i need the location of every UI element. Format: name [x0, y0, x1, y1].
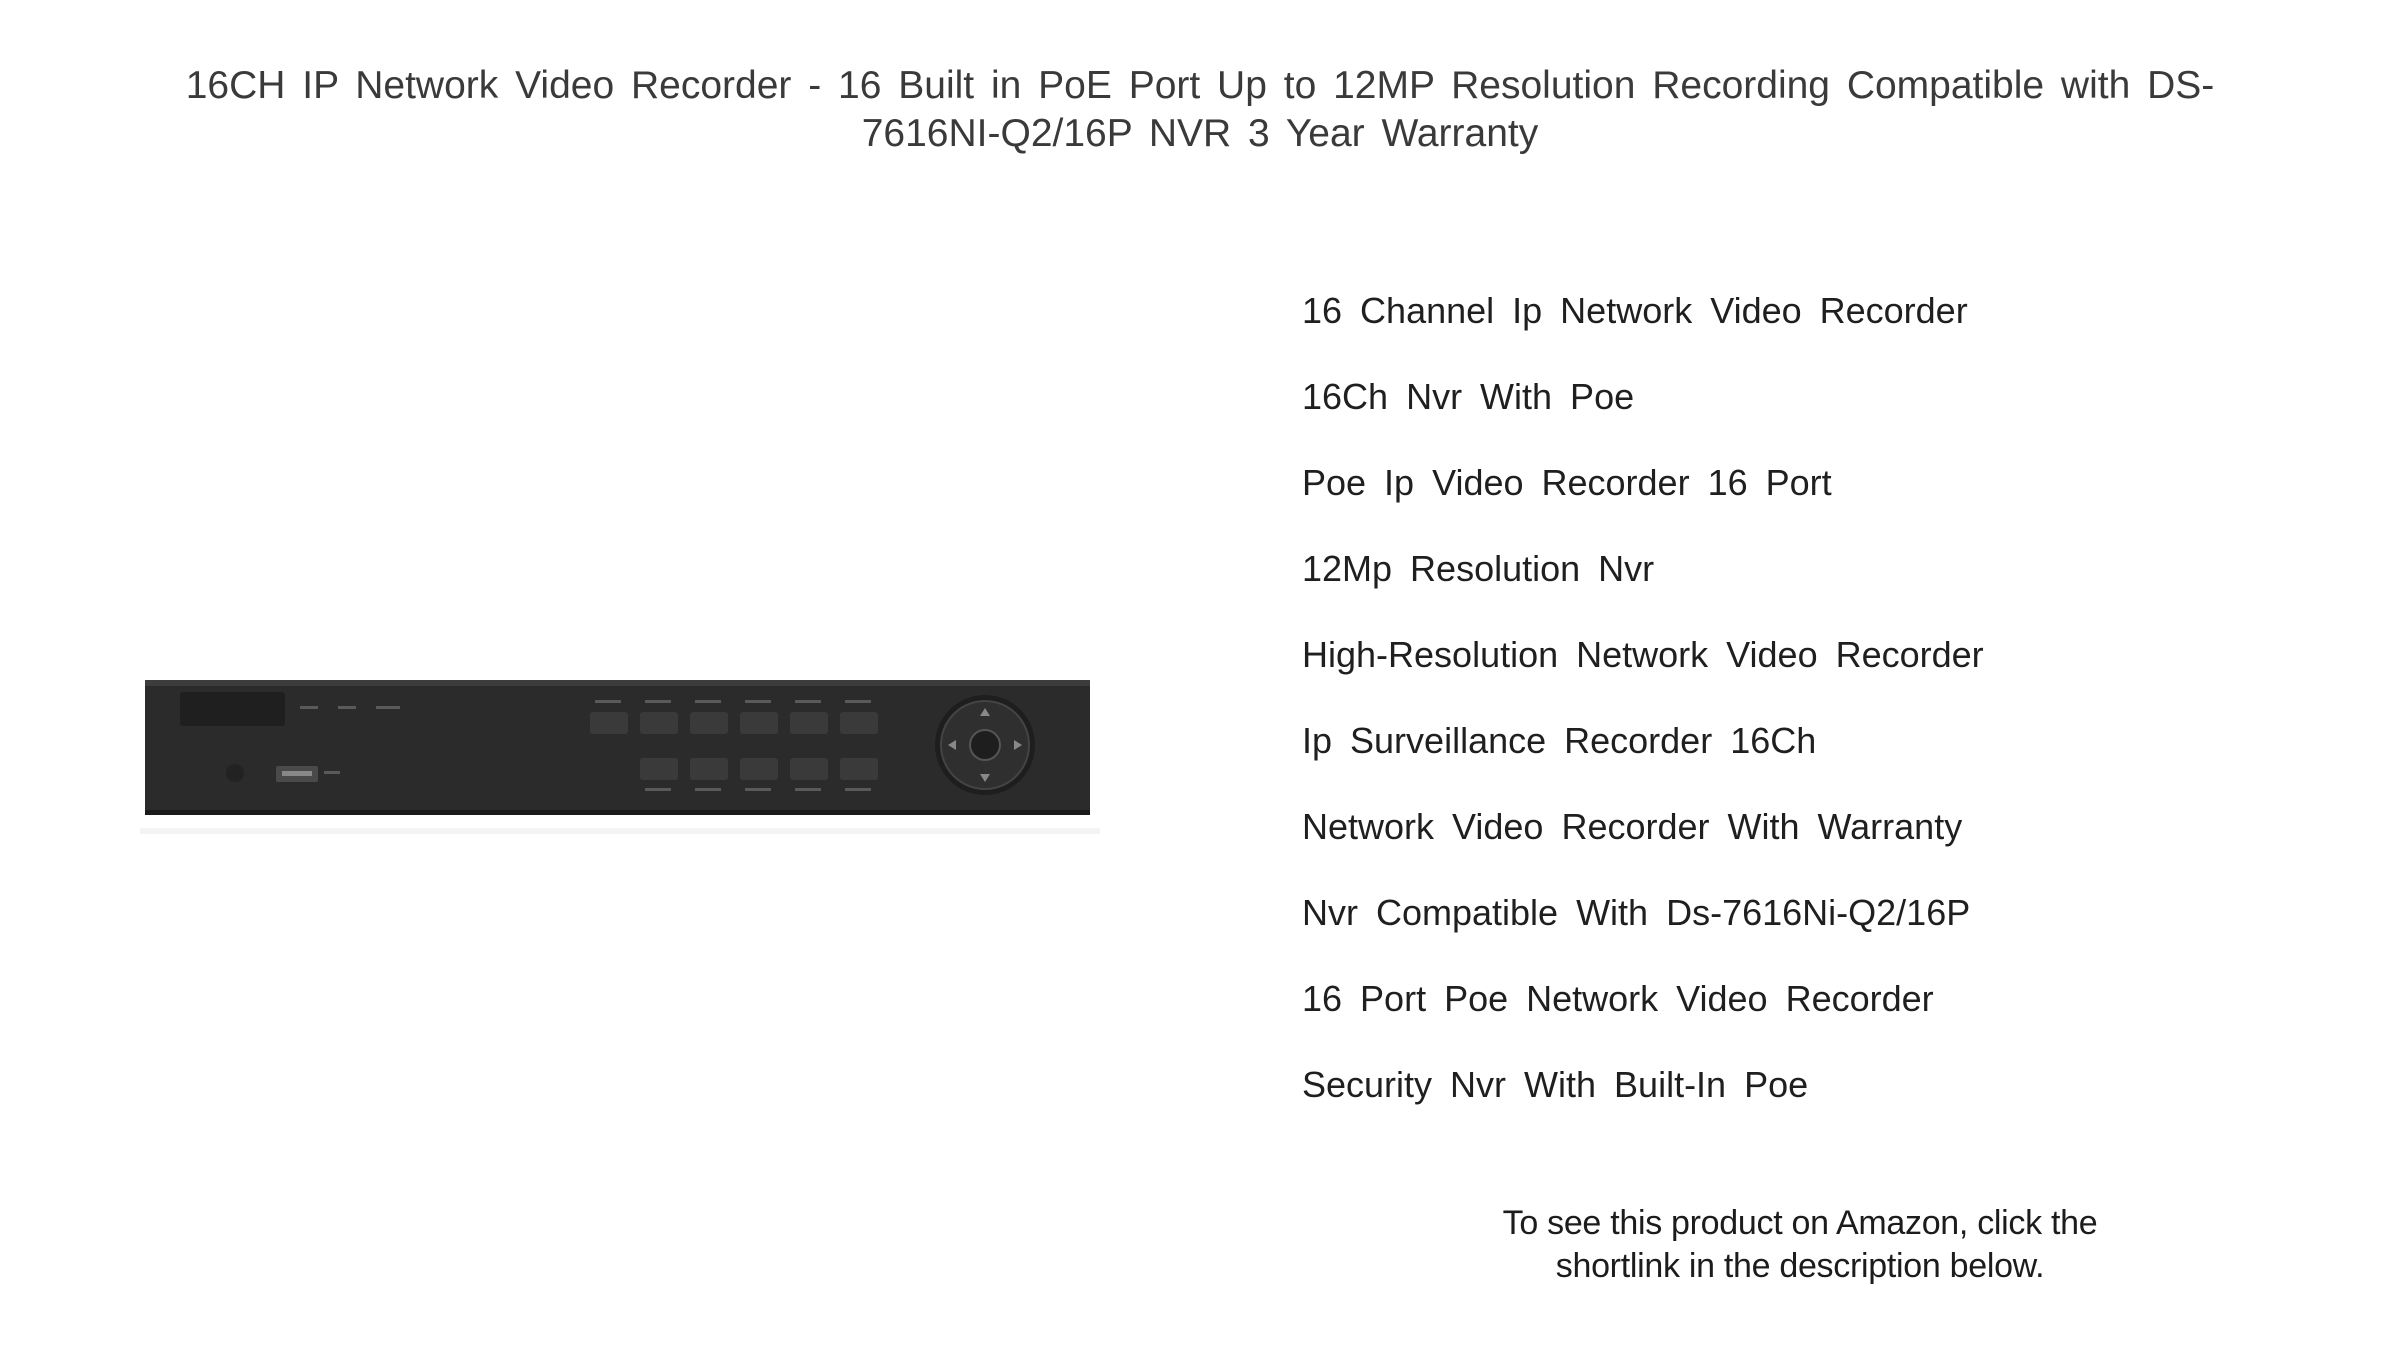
keyword-list: 16 Channel Ip Network Video Recorder 16C… — [1302, 288, 1984, 1148]
keyword-item: 12Mp Resolution Nvr — [1302, 548, 1655, 589]
navigation-dial-icon — [935, 695, 1035, 795]
keyword-item: Nvr Compatible With Ds-7616Ni-Q2/16P — [1302, 892, 1971, 933]
amazon-link-note: To see this product on Amazon, click the… — [1502, 1204, 2098, 1285]
nvr-device-illustration — [140, 680, 1100, 834]
ir-sensor — [226, 764, 244, 782]
keyword-item: 16 Channel Ip Network Video Recorder — [1302, 290, 1968, 331]
bottom-button-row — [640, 758, 878, 791]
top-button-row — [590, 700, 878, 734]
nvr-device-image — [140, 670, 1100, 850]
keyword-item: Ip Surveillance Recorder 16Ch — [1302, 720, 1817, 761]
keyword-item: 16 Port Poe Network Video Recorder — [1302, 978, 1934, 1019]
keyword-item: High-Resolution Network Video Recorder — [1302, 634, 1984, 675]
keyword-item: 16Ch Nvr With Poe — [1302, 376, 1635, 417]
keyword-item: Poe Ip Video Recorder 16 Port — [1302, 462, 1832, 503]
page-title: 16CH IP Network Video Recorder - 16 Buil… — [185, 64, 2215, 155]
keyword-item: Network Video Recorder With Warranty — [1302, 806, 1963, 847]
display-window — [180, 692, 285, 726]
keyword-item: Security Nvr With Built-In Poe — [1302, 1064, 1809, 1105]
